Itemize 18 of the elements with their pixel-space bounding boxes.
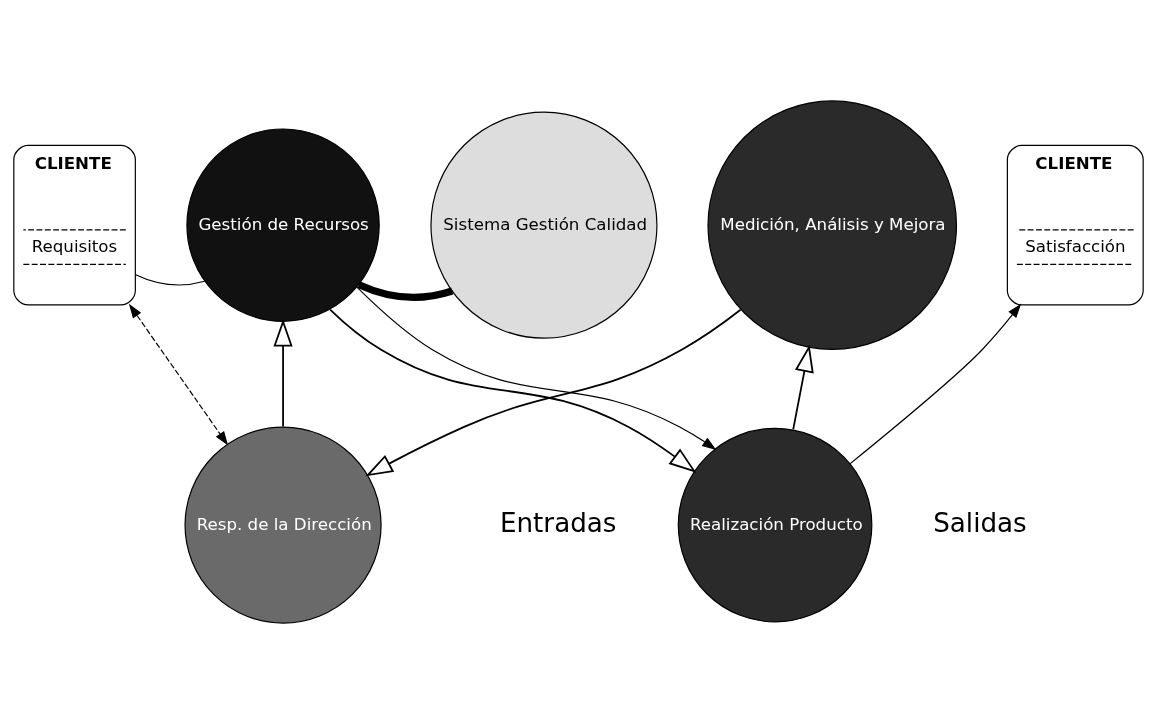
connector bbox=[357, 281, 454, 301]
arrow bbox=[849, 303, 1022, 465]
label: Entradas bbox=[499, 507, 617, 538]
arrow bbox=[792, 344, 814, 431]
label: Salidas bbox=[933, 507, 1027, 538]
arrow bbox=[273, 319, 293, 428]
node-box: CLIENTE Requisitos bbox=[13, 144, 136, 306]
arrow bbox=[329, 308, 697, 473]
arrow bbox=[356, 286, 717, 450]
arrow bbox=[365, 308, 742, 477]
arrow bbox=[128, 303, 229, 446]
node-circle: Medición, Análisis y Mejora bbox=[707, 100, 958, 350]
node-circle: Sistema Gestión Calidad bbox=[430, 111, 658, 339]
node-circle: Resp. de la Dirección bbox=[184, 426, 382, 624]
node-circle: Gestión de Recursos bbox=[186, 128, 380, 322]
node-circle: Realización Producto bbox=[677, 427, 873, 623]
node-box: CLIENTE Satisfacción bbox=[1006, 144, 1144, 306]
connector bbox=[135, 274, 206, 286]
